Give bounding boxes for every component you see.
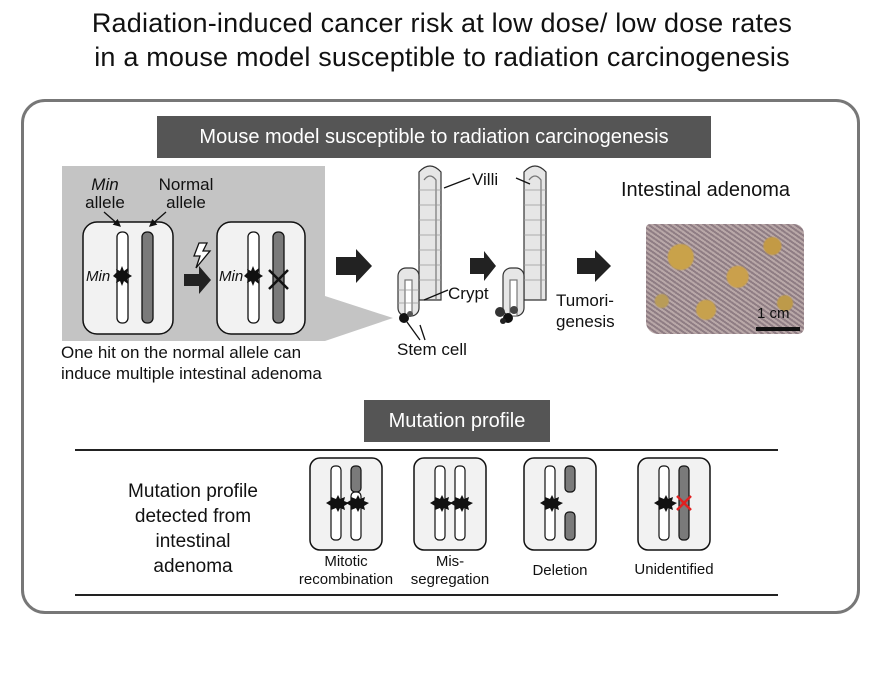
normal-allele-label: allele: [166, 193, 206, 212]
min-label: Min: [91, 175, 119, 194]
villi-pointer: [515, 177, 531, 185]
min-allele-pointer: [103, 211, 121, 227]
adenoma-title: Intestinal adenoma: [621, 179, 791, 201]
stem-cell-pointer: [419, 324, 426, 341]
type-unidentified: Unidentified: [634, 561, 714, 578]
scale-bar: [756, 327, 800, 331]
normal-label: Normal: [158, 175, 214, 194]
caption-line-1: One hit on the normal allele can: [61, 343, 302, 362]
type-deletion: Deletion: [532, 562, 588, 579]
type-mitotic-line-1: Mitotic: [324, 553, 368, 570]
chromosome-pair-before: [82, 221, 174, 335]
crypt-pointer: [423, 289, 449, 301]
arrow-right-icon: [470, 251, 496, 281]
profile-deletion: [523, 457, 597, 551]
chromosome-pair-after: [216, 221, 306, 335]
intestine-normal: [397, 165, 442, 323]
min-allele-label: allele: [85, 193, 125, 212]
callout-wedge: [325, 296, 393, 341]
min-marker-2: Min: [219, 268, 244, 285]
title-line-2: in a mouse model susceptible to radiatio…: [94, 42, 790, 72]
arrow-right-icon: [184, 266, 211, 294]
normal-allele-pointer: [149, 211, 167, 227]
type-missegregation-line-2: segregation: [410, 571, 490, 588]
villi-pointer: [443, 177, 471, 189]
profile-top-rule: [75, 449, 778, 451]
profile-unidentified: [637, 457, 711, 551]
adenoma-photo: [646, 224, 804, 334]
profile-label-line-2: detected from: [134, 506, 252, 527]
profile-bottom-rule: [75, 594, 778, 596]
tumorigenesis-line-2: genesis: [556, 312, 615, 331]
profile-mitotic-recombination: [309, 457, 383, 551]
profile-label-line-3: intestinal: [155, 531, 231, 552]
crypt-label: Crypt: [448, 284, 489, 303]
arrow-right-icon: [577, 250, 611, 282]
radiation-bolt-icon: [193, 242, 212, 269]
stem-cell-pointer: [406, 321, 421, 341]
title-line-1: Radiation-induced cancer risk at low dos…: [91, 8, 793, 38]
intestine-tumor: [495, 165, 547, 324]
arrow-right-icon: [336, 249, 372, 283]
type-missegregation-line-1: Mis-: [435, 553, 465, 570]
content-frame: [21, 99, 860, 614]
type-mitotic-line-2: recombination: [298, 571, 394, 588]
model-banner: Mouse model susceptible to radiation car…: [157, 116, 711, 158]
min-marker-1: Min: [86, 268, 111, 285]
tumorigenesis-line-1: Tumori-: [556, 291, 614, 310]
scale-label: 1 cm: [757, 305, 790, 322]
villi-label: Villi: [472, 170, 499, 189]
profile-missegregation: [413, 457, 487, 551]
stem-cell-label: Stem cell: [397, 340, 467, 359]
profile-banner: Mutation profile: [364, 400, 550, 442]
profile-label-line-4: adenoma: [153, 556, 233, 577]
profile-label-line-1: Mutation profile: [128, 481, 258, 502]
caption-line-2: induce multiple intestinal adenoma: [61, 364, 322, 383]
